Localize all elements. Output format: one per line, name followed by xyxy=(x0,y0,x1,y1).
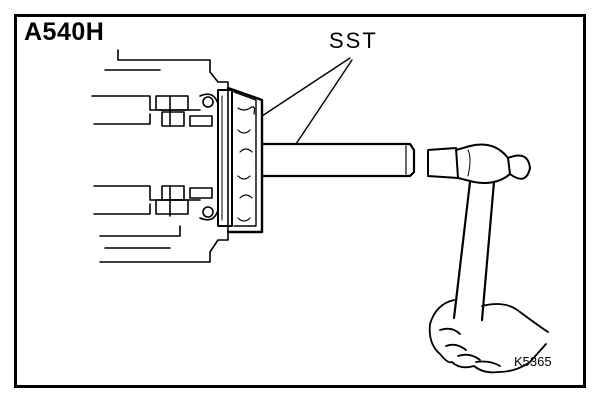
hammer-head xyxy=(427,143,531,184)
sst-driver-cup xyxy=(226,86,264,234)
sst-handle xyxy=(260,142,416,178)
model-label: A540H xyxy=(24,18,105,46)
upper-piston-assembly xyxy=(155,93,219,127)
transmission-housing xyxy=(91,49,229,263)
sst-callout-label: SST xyxy=(329,28,378,53)
figure-frame xyxy=(14,14,586,388)
sst-leader-lines xyxy=(261,57,353,145)
hammer-handle xyxy=(452,180,496,322)
lower-piston-assembly xyxy=(155,185,219,221)
hand-grip xyxy=(428,299,549,374)
oil-seal xyxy=(217,89,233,227)
